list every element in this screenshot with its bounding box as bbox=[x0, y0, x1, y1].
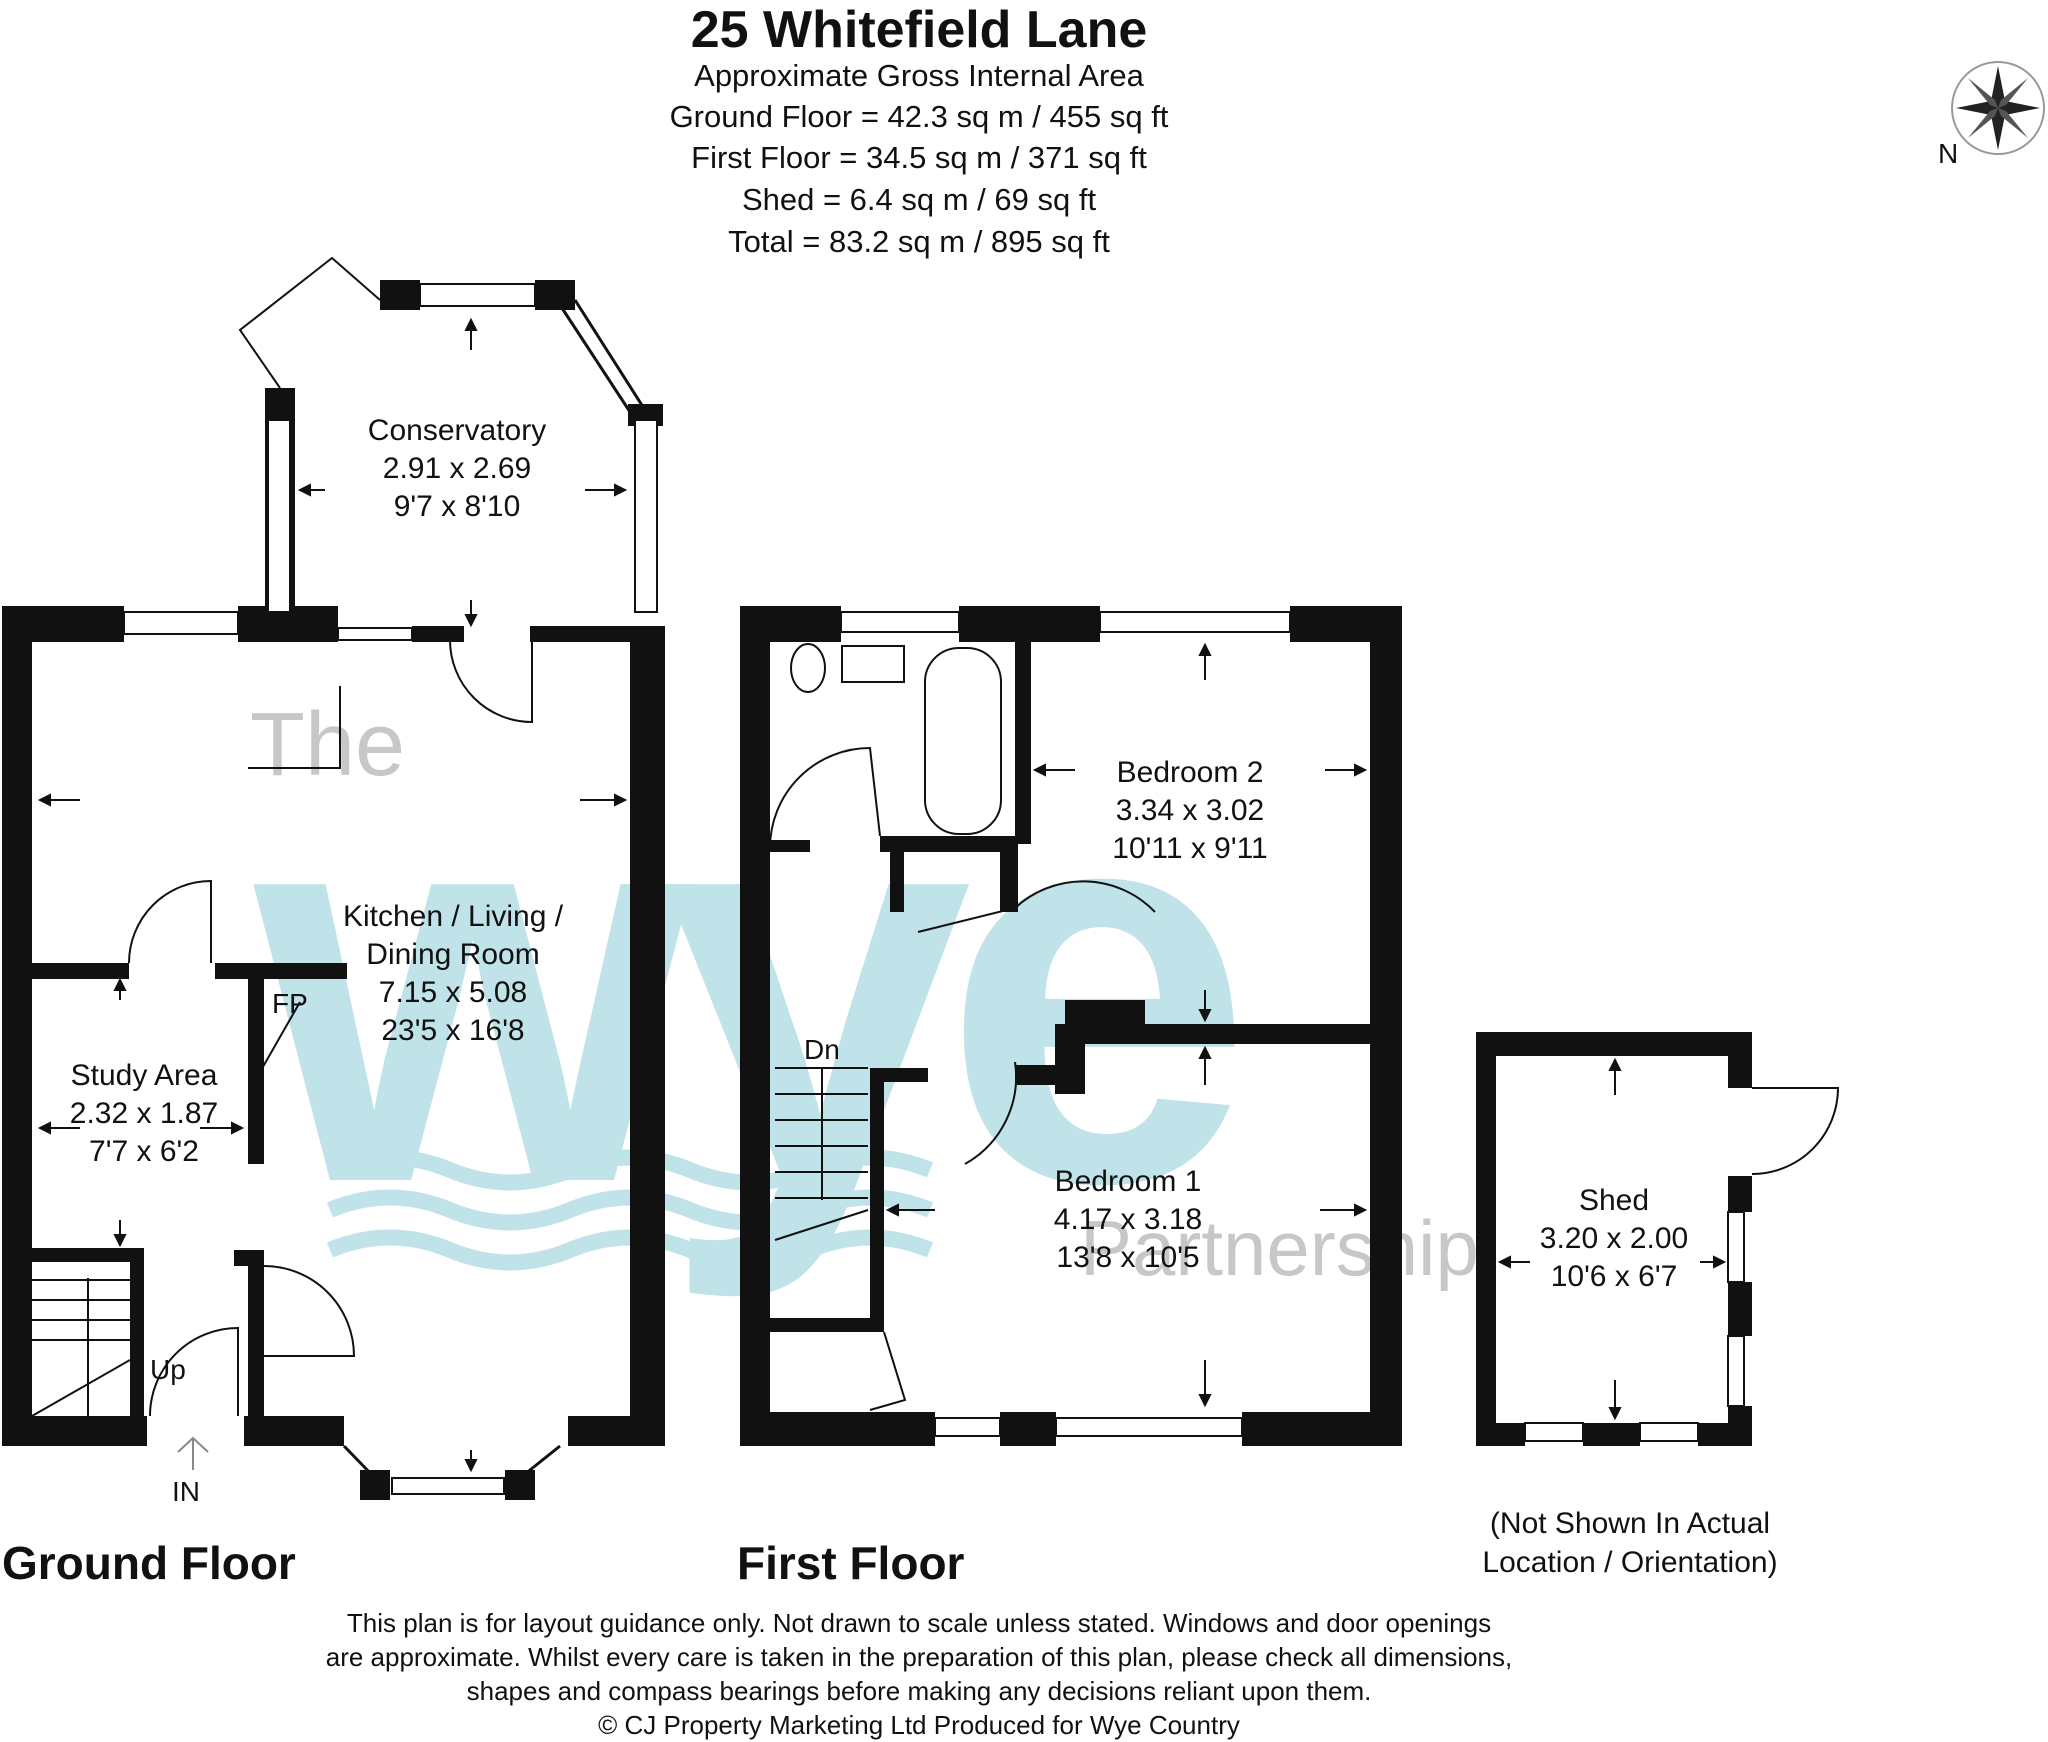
shed-note-line2: Location / Orientation) bbox=[1482, 1546, 1778, 1579]
compass-label: N bbox=[1938, 138, 1959, 169]
ground-floor-doors bbox=[128, 256, 533, 1417]
area-shed: Shed = 6.4 sq m / 69 sq ft bbox=[741, 182, 1097, 217]
room-metric: 2.32 x 1.87 bbox=[69, 1097, 219, 1130]
room-name-line2: Dining Room bbox=[366, 938, 540, 971]
room-metric: 2.91 x 2.69 bbox=[382, 452, 532, 485]
stairs-down-label: Dn bbox=[804, 1034, 840, 1065]
room-metric: 3.20 x 2.00 bbox=[1539, 1222, 1689, 1255]
room-name: Shed bbox=[1578, 1184, 1650, 1217]
room-name: Bedroom 2 bbox=[1116, 756, 1264, 789]
shed-door bbox=[1751, 1087, 1840, 1175]
area-ground-floor: Ground Floor = 42.3 sq m / 455 sq ft bbox=[669, 99, 1169, 134]
compass-icon bbox=[1951, 61, 2045, 155]
copyright-line: © CJ Property Marketing Ltd Produced for… bbox=[598, 1710, 1240, 1740]
room-imperial: 10'11 x 9'11 bbox=[1112, 832, 1268, 865]
page-title: 25 Whitefield Lane bbox=[690, 1, 1148, 59]
room-imperial: 10'6 x 6'7 bbox=[1550, 1260, 1678, 1293]
room-name: Study Area bbox=[70, 1059, 218, 1092]
dimension-arrows bbox=[37, 317, 1727, 1473]
area-subtitle: Approximate Gross Internal Area bbox=[694, 58, 1144, 93]
area-total: Total = 83.2 sq m / 895 sq ft bbox=[728, 224, 1110, 259]
room-study: Study Area 2.32 x 1.87 7'7 x 6'2 bbox=[70, 1057, 218, 1171]
room-conservatory: Conservatory 2.91 x 2.69 9'7 x 8'10 bbox=[368, 412, 546, 526]
disclaimer-line-3: shapes and compass bearings before makin… bbox=[466, 1676, 1372, 1706]
first-floor-label: First Floor bbox=[737, 1537, 965, 1589]
first-floor-fixtures bbox=[769, 643, 1156, 1411]
first-floor-walls bbox=[740, 606, 1402, 1446]
room-bedroom-2: Bedroom 2 3.34 x 3.02 10'11 x 9'11 bbox=[1112, 754, 1267, 868]
room-metric: 4.17 x 3.18 bbox=[1053, 1203, 1203, 1236]
entrance-label: IN bbox=[172, 1476, 200, 1507]
watermark-partnership: Partnership bbox=[1080, 1204, 1479, 1292]
room-metric: 3.34 x 3.02 bbox=[1115, 794, 1265, 827]
room-name: Conservatory bbox=[367, 414, 547, 447]
room-name-line1: Kitchen / Living / bbox=[342, 900, 564, 933]
entrance-arrow-icon bbox=[177, 1436, 209, 1470]
area-first-floor: First Floor = 34.5 sq m / 371 sq ft bbox=[691, 140, 1147, 175]
room-metric: 7.15 x 5.08 bbox=[378, 976, 528, 1009]
room-shed: Shed 3.20 x 2.00 10'6 x 6'7 bbox=[1540, 1182, 1688, 1296]
room-imperial: 9'7 x 8'10 bbox=[393, 490, 521, 523]
room-imperial: 7'7 x 6'2 bbox=[89, 1135, 199, 1168]
room-bedroom-1: Bedroom 1 4.17 x 3.18 13'8 x 10'5 bbox=[1054, 1163, 1202, 1277]
room-kitchen: Kitchen / Living / Dining Room 7.15 x 5.… bbox=[343, 898, 563, 1050]
ground-floor-label: Ground Floor bbox=[2, 1537, 296, 1589]
shed-note: (Not Shown In Actual Location / Orientat… bbox=[1482, 1504, 1777, 1582]
watermark-the: The bbox=[250, 695, 405, 795]
conservatory-outline bbox=[342, 299, 647, 1480]
room-imperial: 23'5 x 16'8 bbox=[381, 1014, 525, 1047]
room-imperial: 13'8 x 10'5 bbox=[1056, 1241, 1200, 1274]
fireplace-label: FP bbox=[272, 988, 308, 1019]
ground-stairs bbox=[31, 1001, 301, 1417]
shed-note-line1: (Not Shown In Actual bbox=[1489, 1507, 1771, 1540]
shed-walls bbox=[1476, 1032, 1752, 1446]
room-name: Bedroom 1 bbox=[1054, 1165, 1202, 1198]
disclaimer-line-1: This plan is for layout guidance only. N… bbox=[346, 1608, 1492, 1638]
stairs-up-label: Up bbox=[150, 1354, 186, 1385]
disclaimer-line-2: are approximate. Whilst every care is ta… bbox=[325, 1642, 1513, 1672]
